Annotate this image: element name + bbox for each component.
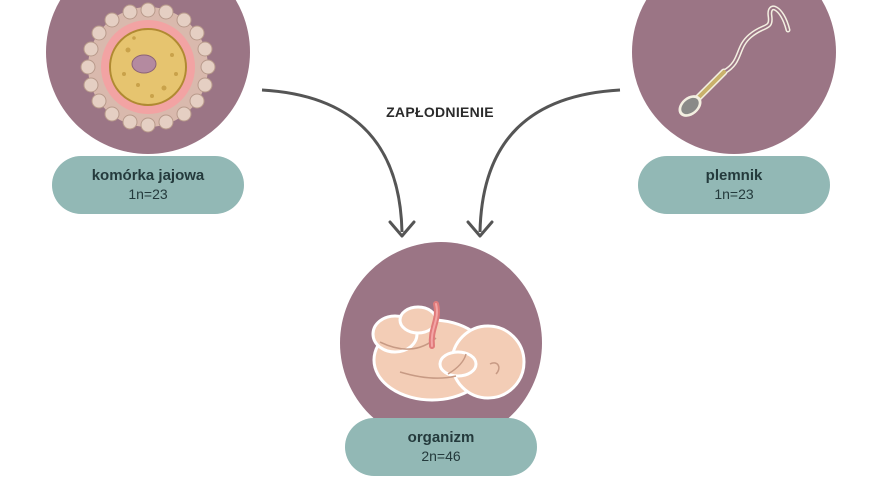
sperm-cell-icon	[678, 5, 791, 117]
egg-ploidy: 1n=23	[128, 185, 168, 202]
egg-label: komórka jajowa 1n=23	[52, 156, 244, 214]
process-label: ZAPŁODNIENIE	[386, 104, 494, 120]
sperm-label: plemnik 1n=23	[638, 156, 830, 214]
organism-ploidy: 2n=46	[421, 447, 461, 464]
sperm-ploidy: 1n=23	[714, 185, 754, 202]
sperm-name: plemnik	[705, 166, 763, 184]
egg-name: komórka jajowa	[91, 166, 205, 184]
arrow-sperm-to-organism	[478, 88, 621, 233]
arrow-egg-to-organism	[261, 88, 404, 233]
fetus-icon	[371, 301, 526, 402]
arrowhead-right	[466, 220, 494, 238]
egg-circle	[46, 0, 250, 154]
organism-name: organizm	[407, 428, 475, 446]
organism-circle	[340, 242, 542, 444]
organism-label: organizm 2n=46	[345, 418, 537, 476]
sperm-circle	[632, 0, 836, 154]
arrowhead-left	[388, 220, 416, 238]
egg-cell-icon	[80, 2, 216, 133]
